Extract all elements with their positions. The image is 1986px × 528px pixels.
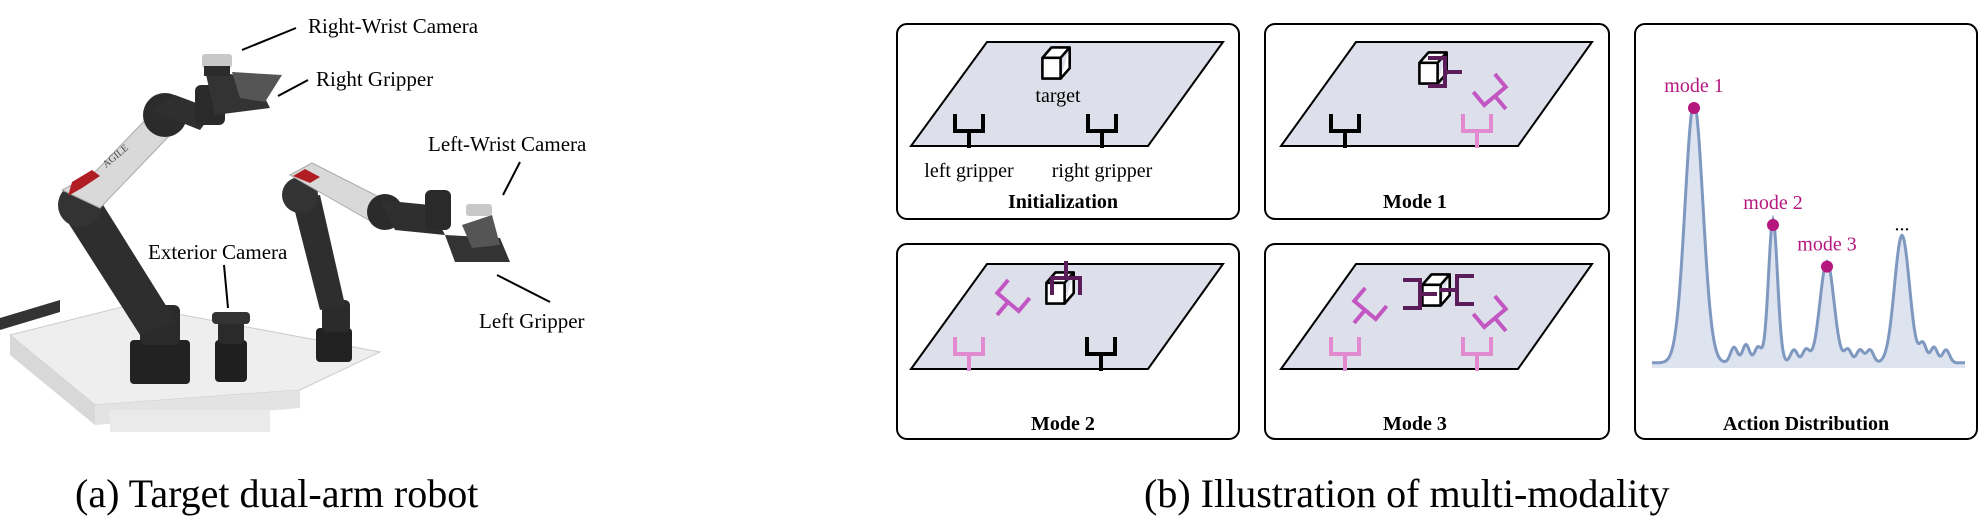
panel-action-distribution: mode 1 mode 2 mode 3... Action Distributio… xyxy=(1634,23,1978,440)
distribution-curve xyxy=(1652,106,1965,365)
multimodality-illustration: target left gripper right gripper Initia… xyxy=(896,23,1978,516)
panel-title-action-distribution: Action Distribution xyxy=(1723,413,1889,435)
peak-dot xyxy=(1821,260,1833,273)
panel-initialization: target left gripper right gripper Initia… xyxy=(896,23,1240,220)
panel-mode3: Mode 3 xyxy=(1264,243,1610,440)
multimodality-figure: target left gripper right gripper Initia… xyxy=(880,0,1986,523)
panel-mode1: Mode 1 xyxy=(1264,23,1610,220)
panel-mode2: Mode 2 xyxy=(896,243,1240,440)
peak-markers: mode 1 mode 2 mode 3... xyxy=(1664,75,1910,273)
workspace-plane xyxy=(909,41,1225,147)
target-label: target xyxy=(1035,85,1081,107)
right-gripper-label: right gripper xyxy=(1052,160,1153,182)
left-arm xyxy=(282,162,510,362)
panel-title-mode3: Mode 3 xyxy=(1383,413,1447,435)
callout-leaders xyxy=(223,27,551,309)
workspace-plane xyxy=(909,263,1225,370)
left-gripper-label: Left Gripper xyxy=(479,309,585,333)
peak-label: mode 3 xyxy=(1797,234,1856,256)
exterior-camera xyxy=(212,312,250,382)
peak-label: mode 2 xyxy=(1743,192,1802,214)
left-wrist-camera-label: Left-Wrist Camera xyxy=(428,132,587,156)
table xyxy=(0,300,382,432)
panel-title-mode1: Mode 1 xyxy=(1383,191,1447,213)
exterior-camera-label: Exterior Camera xyxy=(148,240,288,264)
multimodality-caption: (b) Illustration of multi-modality xyxy=(1144,471,1669,516)
left-gripper-label: left gripper xyxy=(924,160,1014,182)
robot-figure: AGILE xyxy=(0,0,880,523)
peak-dot xyxy=(1767,219,1779,231)
right-arm: AGILE xyxy=(58,54,282,384)
peak-dot xyxy=(1688,102,1700,114)
right-wrist-camera-label: Right-Wrist Camera xyxy=(308,14,479,38)
panel-title-mode2: Mode 2 xyxy=(1031,413,1095,435)
target-cube-icon xyxy=(1041,46,1071,80)
peak-label: mode 1 xyxy=(1664,75,1723,97)
right-gripper-label: Right Gripper xyxy=(316,67,433,91)
robot-illustration: AGILE xyxy=(0,14,587,516)
robot-caption: (a) Target dual-arm robot xyxy=(75,471,478,516)
panel-title-initialization: Initialization xyxy=(1008,191,1118,213)
peak-label: ... xyxy=(1895,214,1910,236)
